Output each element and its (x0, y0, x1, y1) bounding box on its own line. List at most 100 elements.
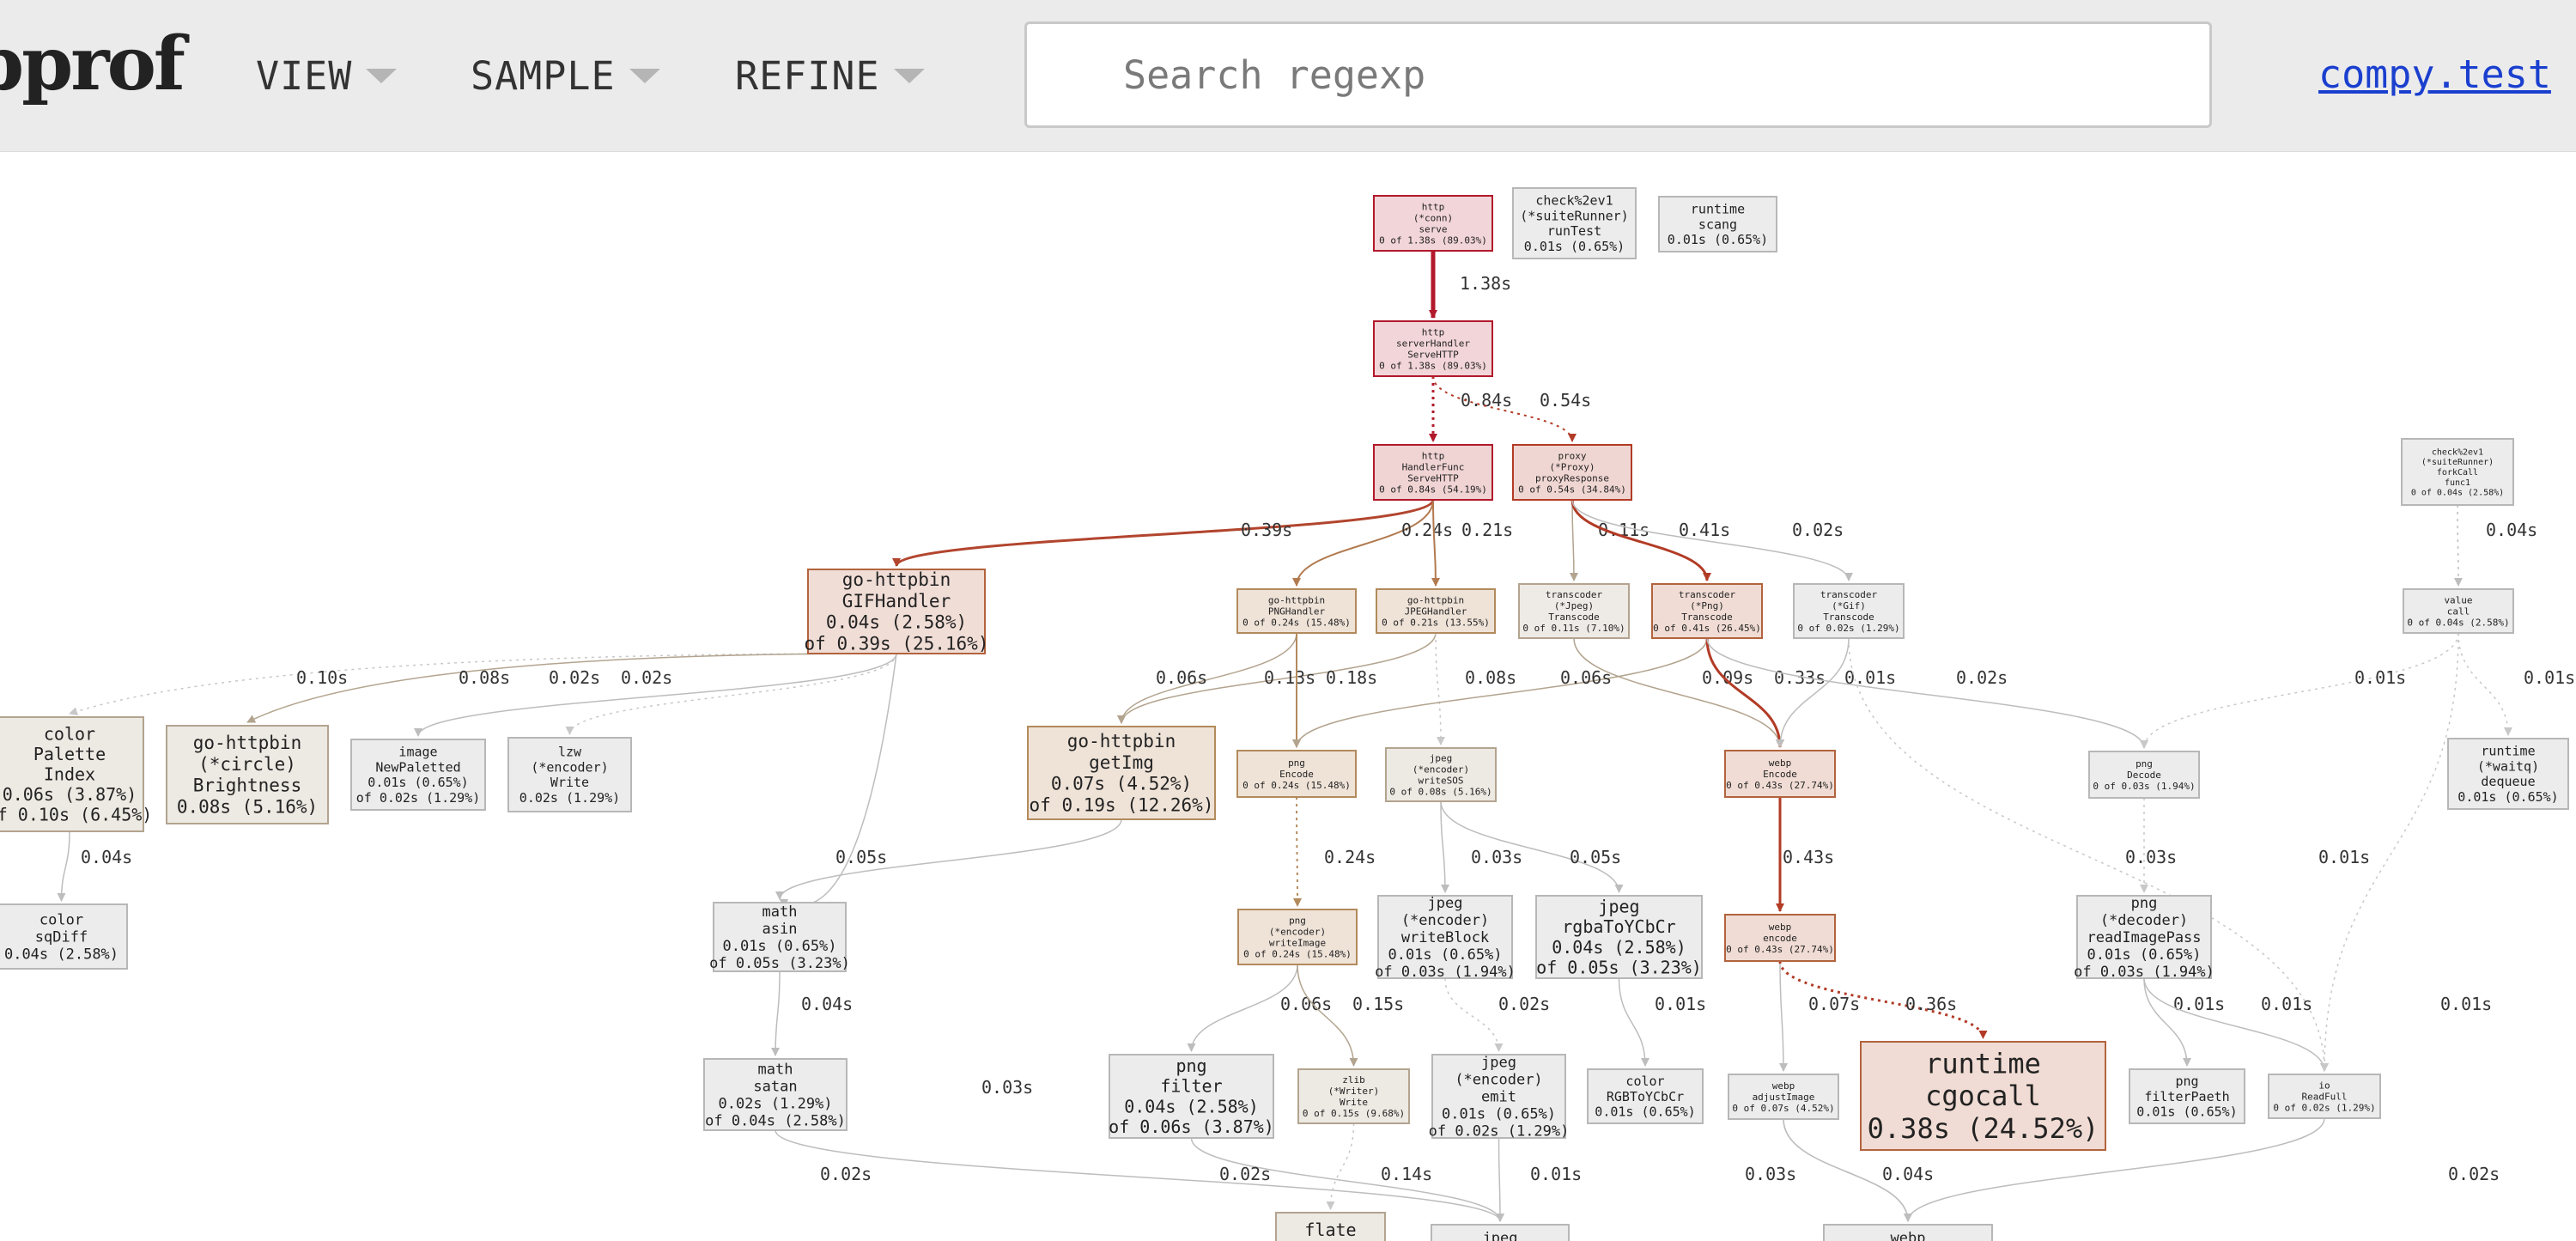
call-edge[interactable]: 0.02s (1190, 1137, 1504, 1222)
call-edge[interactable]: 0.21s (1431, 499, 1513, 587)
call-edge[interactable]: 1.38s (1429, 251, 1511, 319)
call-edge[interactable]: 0.04s (1783, 1118, 1934, 1222)
call-edge[interactable]: 0.08s (246, 653, 897, 723)
call-edge[interactable]: 0.01s (2143, 977, 2225, 1067)
call-edge[interactable]: 0.02s (1904, 1117, 2500, 1222)
call-edge[interactable]: 0.02s (1706, 637, 2148, 749)
call-edge[interactable]: 0.08s (1435, 632, 1516, 745)
call-edge[interactable]: 0.03s (2125, 798, 2177, 893)
call-edge[interactable]: 0.01s (1618, 977, 1707, 1067)
app-logo[interactable]: pprof (0, 21, 185, 107)
call-edge[interactable]: 0.10s (69, 653, 897, 715)
call-edge[interactable]: 0.01s (2140, 632, 2459, 749)
search-input[interactable] (1121, 48, 2155, 101)
call-edge[interactable]: 0.03s (1440, 800, 1522, 893)
call-edge[interactable]: 0.02s (1571, 499, 1853, 581)
call-edge[interactable]: 0.02s (414, 653, 897, 737)
call-edge[interactable]: 0.01s (1495, 1137, 1583, 1222)
hostname-link[interactable]: compy.test (2318, 52, 2551, 97)
view-menu[interactable]: VIEW (256, 50, 398, 101)
call-edge[interactable]: 0.41s (1571, 499, 1730, 581)
call-edge[interactable]: 0.15s (1297, 964, 1404, 1067)
call-edge[interactable]: 0.39s (892, 499, 1435, 567)
call-edge[interactable]: 0.84s (1429, 376, 1512, 442)
call-edge[interactable]: 0.24s (1292, 499, 1453, 587)
call-edge[interactable]: 0.13s (1117, 632, 1437, 724)
call-edge[interactable]: 0.24s (1292, 796, 1376, 907)
call-edge[interactable]: 0.01s (2143, 977, 2329, 1072)
call-edge[interactable]: 0.09s (1573, 637, 1784, 748)
call-edge[interactable]: 0.02s (565, 653, 897, 735)
call-edge[interactable]: 0.01s (2320, 632, 2492, 1072)
call-edge[interactable]: 0.01s (1776, 637, 1896, 748)
call-edge[interactable]: 0.05s (1440, 800, 1624, 893)
call-edge[interactable]: 0.54s (1432, 375, 1591, 442)
call-edge[interactable]: 0.06s (1292, 637, 1708, 748)
call-edge[interactable]: 0.14s (1326, 1122, 1433, 1210)
call-edge[interactable]: 0.02s (775, 1129, 1504, 1222)
call-edge[interactable]: 0.06s (1187, 964, 1333, 1052)
call-edge[interactable]: 0.04s (771, 970, 853, 1056)
call-edge[interactable]: 0.18s (1292, 633, 1377, 748)
call-edge[interactable]: 0.03s (779, 653, 1033, 1098)
call-edge[interactable]: 0.06s (1117, 632, 1297, 724)
call-edge[interactable]: 0.01s (2458, 632, 2575, 736)
node-flate-partial[interactable]: flate (1275, 1212, 1386, 1241)
sample-menu[interactable]: SAMPLE (471, 50, 660, 101)
refine-menu[interactable]: REFINE (735, 50, 925, 101)
node-jpeg-partial[interactable]: jpeg (1431, 1224, 1570, 1241)
call-edge[interactable]: 0.02s (1444, 977, 1550, 1052)
call-edge[interactable]: 0.04s (2453, 504, 2537, 587)
call-edge[interactable]: 0.04s (57, 830, 133, 902)
search-box[interactable] (1024, 21, 2212, 128)
call-edge[interactable]: 0.05s (775, 818, 1122, 900)
node-webp-partial[interactable]: webp (1823, 1224, 1993, 1241)
call-edge[interactable]: 0.01s (1848, 637, 2370, 1072)
call-edge[interactable]: 0.07s (1778, 960, 1860, 1072)
call-edge[interactable]: 0.36s (1778, 960, 1988, 1039)
call-edge[interactable]: 0.33s (1705, 637, 1826, 748)
